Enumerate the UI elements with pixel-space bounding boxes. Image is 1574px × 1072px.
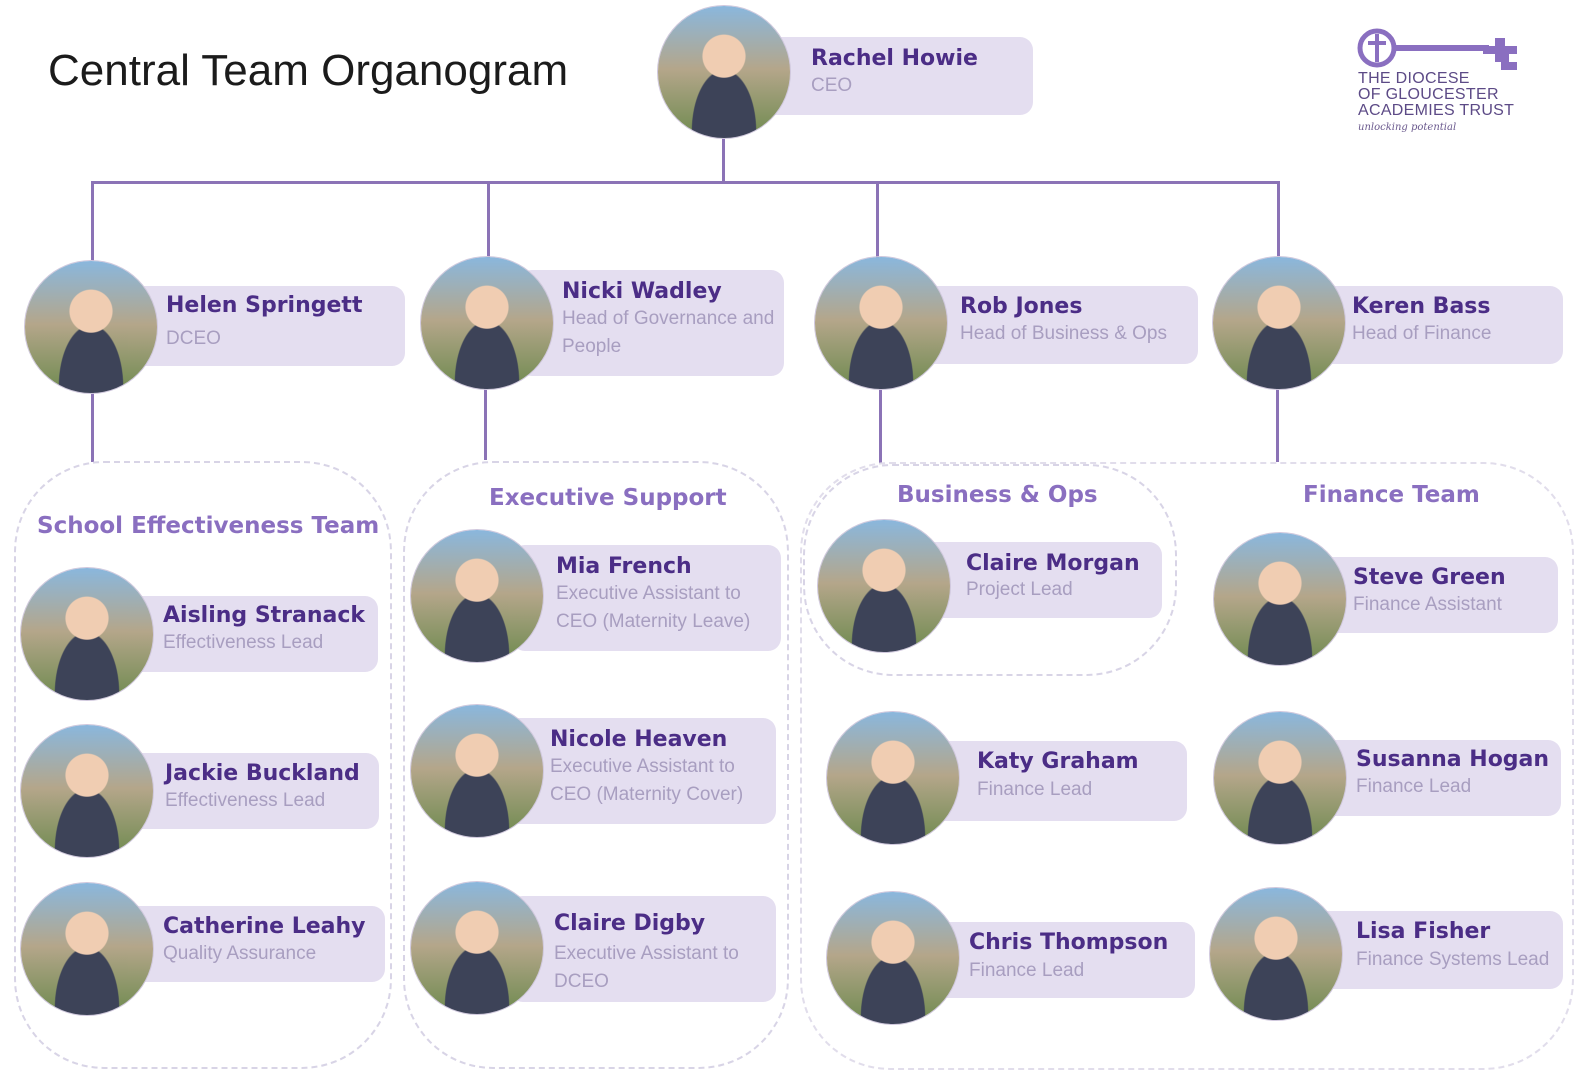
person-role: Finance Lead <box>977 779 1093 800</box>
card-box <box>1309 286 1563 364</box>
card-box <box>120 906 385 982</box>
person-name: Keren Bass <box>1352 294 1491 319</box>
connector-group-2 <box>484 388 487 460</box>
connector-head-4 <box>1277 181 1280 258</box>
person-role: Executive Assistant to DCEO <box>554 943 739 992</box>
connector-head-2 <box>487 181 490 258</box>
connector-group-4 <box>1276 388 1279 462</box>
person-role: Finance Lead <box>1356 776 1472 797</box>
avatar <box>827 712 959 844</box>
card-box <box>512 545 781 651</box>
person-name: Lisa Fisher <box>1356 919 1491 944</box>
person-role: Finance Lead <box>969 960 1085 981</box>
avatar <box>411 882 543 1014</box>
person-role: Effectiveness Lead <box>163 632 324 653</box>
person-name: Mia French <box>556 554 692 579</box>
person-role: Executive Assistant to CEO (Maternity Le… <box>556 583 751 632</box>
card-box <box>120 596 378 672</box>
avatar <box>411 705 543 837</box>
group-business-ops <box>803 464 1177 676</box>
person-name: Nicki Wadley <box>562 279 722 304</box>
avatar <box>827 892 959 1024</box>
avatar <box>21 883 153 1015</box>
page-title: Central Team Organogram <box>48 46 569 95</box>
avatar <box>818 520 950 652</box>
person-name: Jackie Buckland <box>165 761 360 786</box>
card-box <box>752 37 1033 115</box>
avatar <box>21 568 153 700</box>
avatar <box>658 6 790 138</box>
person-name: Claire Morgan <box>966 551 1140 576</box>
avatar <box>25 261 157 393</box>
card-box <box>120 753 379 829</box>
person-role: Head of Finance <box>1352 323 1492 344</box>
card-box <box>917 542 1162 618</box>
group-title-biz: Business & Ops <box>897 482 1098 508</box>
trust-logo: THE DIOCESE OF GLOUCESTER ACADEMIES TRUS… <box>1355 26 1535 144</box>
avatar <box>1213 257 1345 389</box>
person-role: Finance Systems Lead <box>1356 949 1550 970</box>
person-name: Steve Green <box>1353 565 1506 590</box>
logo-line-2: OF GLOUCESTER <box>1358 86 1499 103</box>
connector-group-1 <box>91 392 94 462</box>
connector-ceo-down <box>722 138 725 183</box>
connector-head-1 <box>91 181 94 261</box>
logo-tagline: unlocking potential <box>1358 122 1457 133</box>
card-box <box>507 718 776 824</box>
connector-group-3 <box>879 388 882 464</box>
group-title-exec: Executive Support <box>489 485 727 511</box>
person-name: Rob Jones <box>960 294 1083 319</box>
avatar <box>1214 712 1346 844</box>
card-box <box>927 922 1195 998</box>
person-name: Nicole Heaven <box>550 727 728 752</box>
person-role: CEO <box>811 75 853 96</box>
person-role: DCEO <box>166 328 221 349</box>
avatar <box>411 530 543 662</box>
logo-line-1: THE DIOCESE <box>1358 70 1470 87</box>
logo-line-3: ACADEMIES TRUST <box>1358 102 1515 119</box>
person-role: Effectiveness Lead <box>165 790 326 811</box>
person-name: Rachel Howie <box>811 46 978 71</box>
person-name: Helen Springett <box>166 293 363 318</box>
group-title-school: School Effectiveness Team <box>37 513 380 539</box>
card-box <box>124 286 405 366</box>
person-name: Catherine Leahy <box>163 914 366 939</box>
person-role: Quality Assurance <box>163 943 317 964</box>
avatar <box>1210 888 1342 1020</box>
card-box <box>1313 557 1558 633</box>
card-box <box>1309 911 1563 989</box>
person-role: Finance Assistant <box>1353 594 1502 615</box>
person-name: Aisling Stranack <box>163 603 366 628</box>
person-name: Katy Graham <box>977 749 1139 774</box>
card-box <box>510 896 776 1002</box>
person-role: Project Lead <box>966 579 1073 600</box>
group-title-finance: Finance Team <box>1303 482 1480 508</box>
person-role: Head of Business & Ops <box>960 323 1167 344</box>
card-box <box>519 270 784 376</box>
person-role: Executive Assistant to CEO (Maternity Co… <box>550 756 744 805</box>
person-name: Susanna Hogan <box>1356 747 1550 772</box>
person-name: Claire Digby <box>554 911 706 936</box>
group-executive-support <box>403 461 789 1069</box>
card-box <box>915 286 1198 364</box>
avatar <box>1214 533 1346 665</box>
person-role: Head of Governance and People <box>562 308 775 357</box>
person-name: Chris Thompson <box>969 930 1169 955</box>
card-box <box>1313 740 1561 816</box>
avatar <box>421 257 553 389</box>
avatar <box>815 257 947 389</box>
avatar <box>21 725 153 857</box>
card-box <box>932 741 1187 821</box>
connector-horizontal <box>91 181 1280 184</box>
group-school-effectiveness <box>14 461 392 1069</box>
group-finance <box>800 462 1574 1070</box>
key-cross-icon <box>1357 28 1517 70</box>
connector-head-3 <box>876 181 879 258</box>
